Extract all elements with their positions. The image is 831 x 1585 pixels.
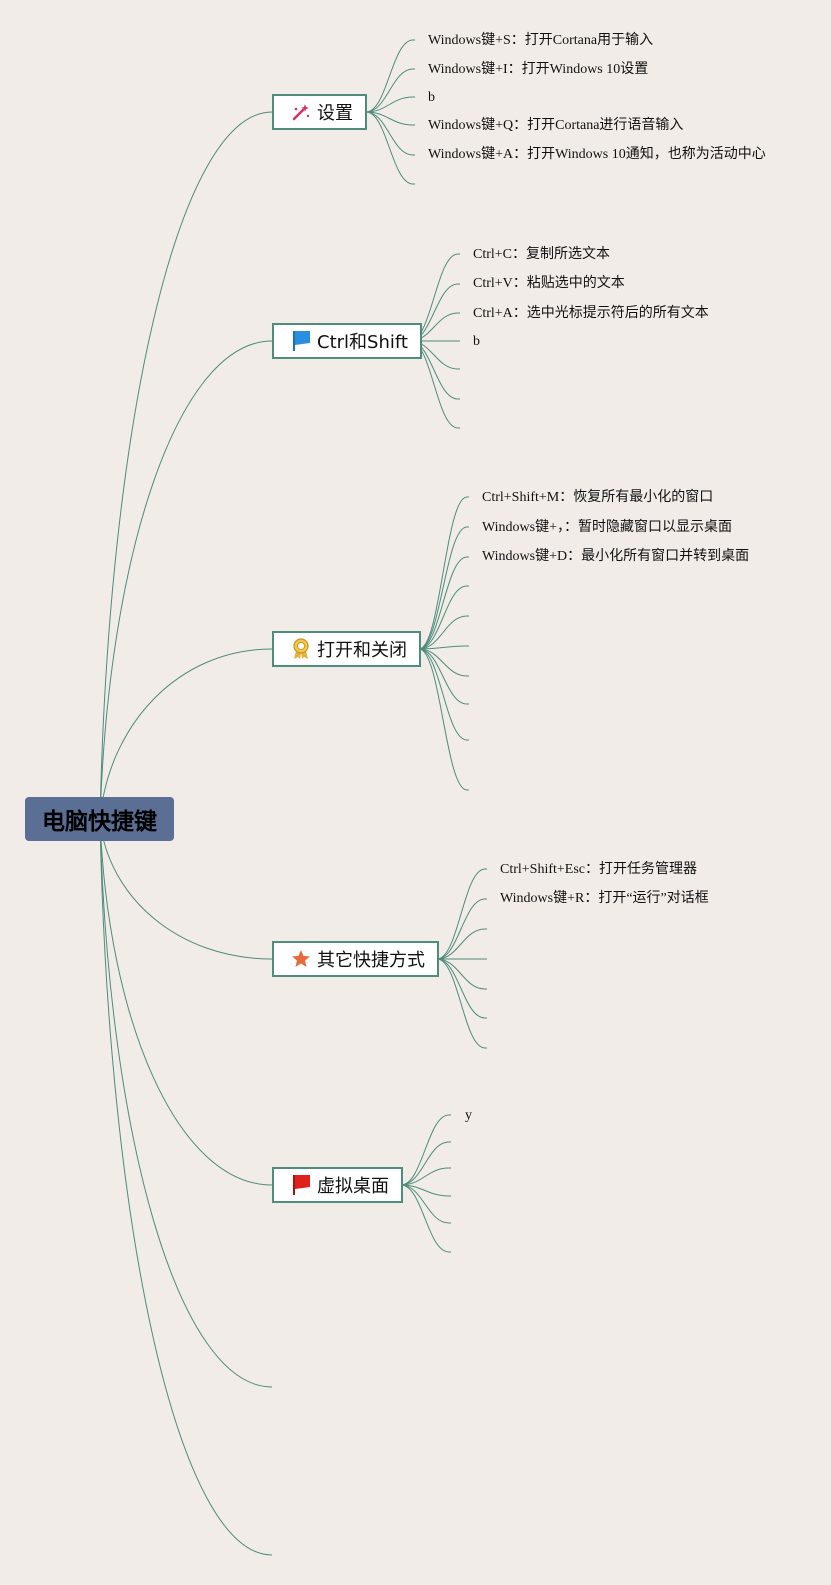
leaf-item[interactable]: Ctrl+Shift+Esc：打开任务管理器: [500, 862, 698, 877]
topic-ctrl-shift[interactable]: Ctrl和Shift: [272, 323, 422, 359]
connector-line: [418, 496, 468, 650]
leaf-item[interactable]: y: [465, 1108, 472, 1123]
topic-virtual-desktop[interactable]: 虚拟桌面: [272, 1167, 403, 1203]
topic-settings-label: 设置: [317, 103, 353, 124]
connector-line: [418, 556, 468, 650]
connector-line: [365, 111, 414, 185]
leaf-item[interactable]: Ctrl+A：选中光标提示符后的所有文本: [473, 306, 709, 321]
leaf-item[interactable]: b: [428, 90, 435, 105]
topic-open-close[interactable]: 打开和关闭: [272, 631, 421, 667]
connector-line: [418, 585, 468, 650]
leaf-item[interactable]: Ctrl+Shift+M：恢复所有最小化的窗口: [482, 490, 714, 505]
connector-line: [418, 648, 468, 741]
blue-flag-icon: [290, 330, 312, 352]
connector-line: [436, 958, 486, 1019]
topic-other-shortcuts-label: 其它快捷方式: [317, 950, 425, 971]
connector-line: [99, 819, 273, 1388]
leaf-item[interactable]: Windows键+I：打开Windows 10设置: [428, 62, 649, 77]
leaf-item[interactable]: Ctrl+V：粘贴选中的文本: [473, 276, 625, 291]
connector-line: [99, 340, 273, 821]
connector-line: [418, 645, 468, 650]
magic-wand-icon: [290, 101, 312, 123]
connector-line: [400, 1141, 450, 1186]
connector-line: [99, 819, 273, 1556]
leaf-item[interactable]: Windows键+R：打开“运行”对话框: [500, 891, 709, 906]
root-topic-label: 电脑快捷键: [42, 809, 157, 835]
connector-line: [418, 526, 468, 650]
topic-virtual-desktop-label: 虚拟桌面: [317, 1176, 389, 1197]
connector-line: [436, 898, 486, 960]
connector-line: [365, 96, 414, 113]
connector-line: [418, 648, 468, 705]
connector-line: [418, 615, 468, 650]
connector-line: [365, 39, 414, 113]
leaf-item[interactable]: Windows键+A：打开Windows 10通知，也称为活动中心: [428, 147, 766, 162]
connector-line: [365, 68, 414, 113]
connector-line: [418, 648, 468, 791]
topic-open-close-label: 打开和关闭: [317, 640, 407, 661]
topic-other-shortcuts[interactable]: 其它快捷方式: [272, 941, 439, 977]
red-flag-icon: [290, 1174, 312, 1196]
connector-line: [99, 648, 273, 821]
connector-line: [436, 868, 486, 960]
leaf-item[interactable]: Windows键+，：暂时隐藏窗口以显示桌面: [482, 520, 732, 535]
connector-line: [400, 1114, 450, 1186]
connector-line: [400, 1184, 450, 1253]
leaf-item[interactable]: Windows键+D：最小化所有窗口并转到桌面: [482, 549, 750, 564]
connector-line: [99, 819, 273, 1186]
connector-line: [436, 958, 486, 990]
star-icon: [290, 948, 312, 970]
award-ribbon-icon: [290, 638, 312, 660]
connector-line: [436, 928, 486, 960]
leaf-item[interactable]: Windows键+Q：打开Cortana进行语音输入: [428, 118, 684, 133]
connector-line: [99, 111, 273, 821]
connector-line: [99, 819, 273, 960]
leaf-item[interactable]: Windows键+S：打开Cortana用于输入: [428, 33, 654, 48]
root-topic[interactable]: 电脑快捷键: [25, 797, 174, 841]
leaf-item[interactable]: b: [473, 334, 480, 349]
topic-settings[interactable]: 设置: [272, 94, 367, 130]
connector-line: [400, 1184, 450, 1224]
connector-line: [436, 958, 486, 1049]
topic-ctrl-shift-label: Ctrl和Shift: [317, 332, 408, 353]
connector-line: [365, 111, 414, 156]
leaf-item[interactable]: Ctrl+C：复制所选文本: [473, 247, 611, 262]
connector-line: [400, 1167, 450, 1186]
